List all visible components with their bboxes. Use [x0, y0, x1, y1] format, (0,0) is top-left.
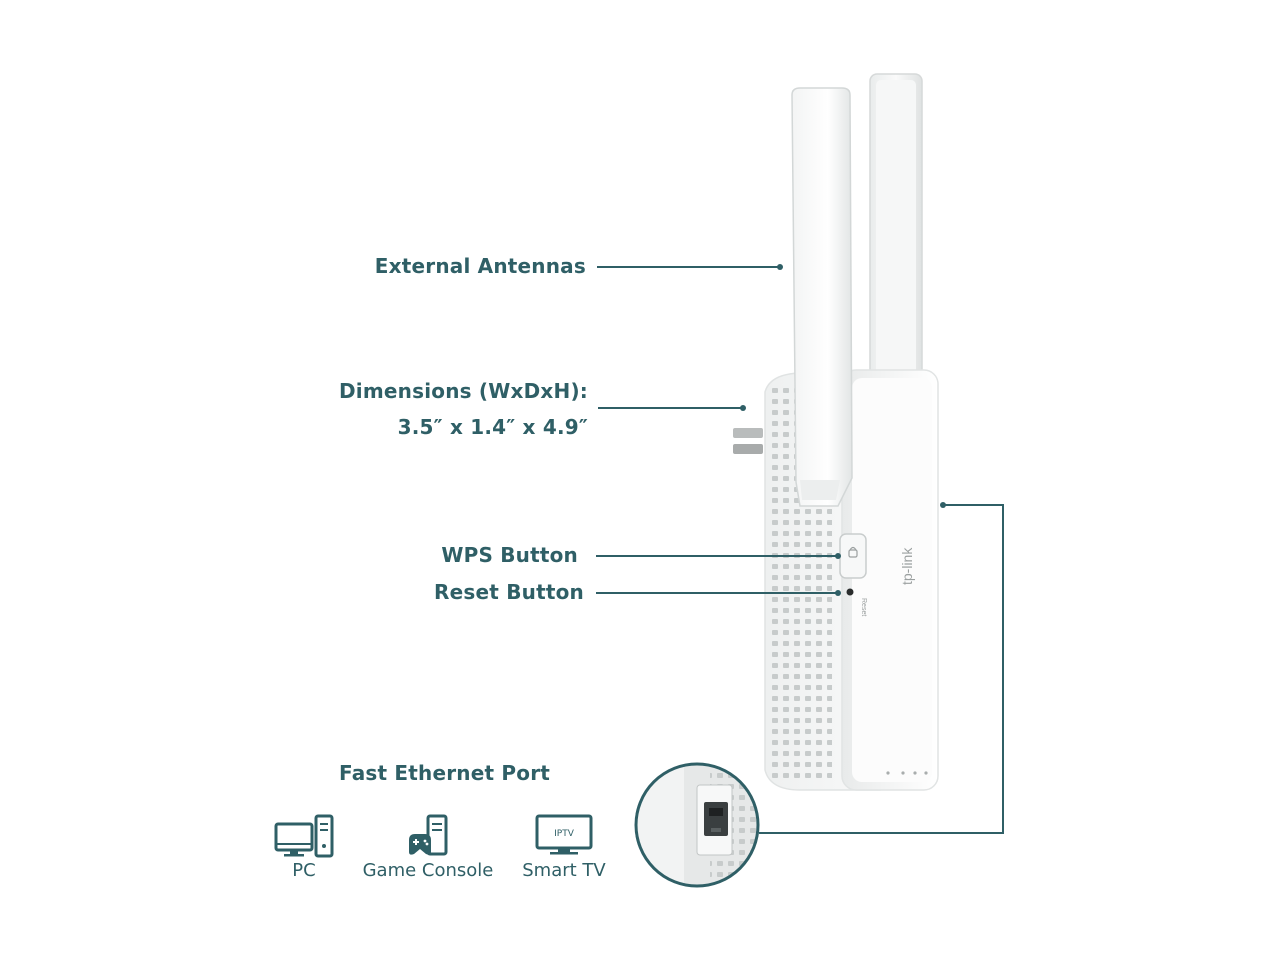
reset-hole-illustration: Reset — [846, 588, 867, 616]
power-plug — [733, 428, 763, 454]
reset-button-label: Reset Button — [434, 580, 584, 604]
game-console-label: Game Console — [362, 860, 494, 881]
pc-icon — [274, 814, 334, 858]
smart-tv-label: Smart TV — [522, 860, 606, 881]
wps-button-illustration — [839, 533, 867, 579]
ethernet-port-zoom — [634, 762, 760, 888]
dimensions-value: 3.5″ x 1.4″ x 4.9″ — [397, 415, 588, 439]
brand-logo: tp-link — [899, 547, 915, 585]
dimensions-title: Dimensions (WxDxH): — [339, 379, 588, 403]
game-console-icon — [409, 814, 448, 856]
smart-tv-icon: IPTV — [535, 814, 593, 855]
svg-text:IPTV: IPTV — [554, 829, 575, 839]
rear-antenna — [869, 73, 923, 405]
svg-text:Reset: Reset — [860, 598, 867, 616]
external-antennas-label: External Antennas — [374, 254, 586, 278]
callout-lines — [596, 264, 1004, 834]
fast-ethernet-port-title: Fast Ethernet Port — [339, 761, 551, 785]
pc-label: PC — [292, 860, 316, 881]
wps-button-label: WPS Button — [441, 543, 578, 567]
extender-body: tp-link — [841, 369, 939, 791]
front-antenna — [791, 87, 853, 507]
